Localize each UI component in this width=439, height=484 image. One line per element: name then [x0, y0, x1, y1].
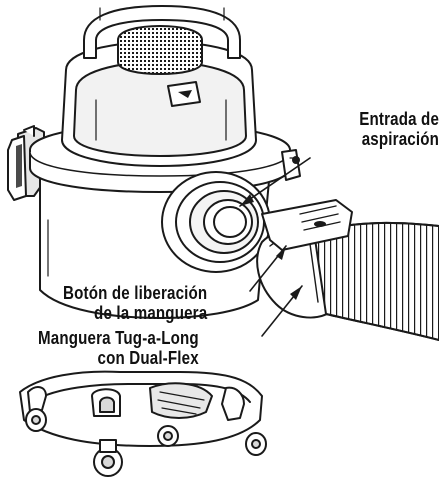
motor-head [61, 5, 257, 167]
intake-label: Entrada de aspiración [359, 109, 439, 149]
caster-base [19, 370, 263, 447]
caster-wheel-icon [245, 432, 267, 456]
hose-release-label-line1: Botón de liberación [63, 283, 208, 303]
caster-wheel-icon [157, 425, 179, 447]
intake-label-line2: aspiración [361, 129, 439, 149]
hose-release-label-line2: de la manguera [94, 303, 208, 323]
hose-release-label: Botón de liberación de la manguera [63, 283, 207, 323]
hose-label-line2: con Dual-Flex [97, 348, 199, 368]
caster-wheel-icon [25, 408, 47, 432]
vacuum-hose-illustration [256, 199, 439, 341]
caster-wheel-icon [93, 439, 123, 477]
hose-label-line1: Manguera Tug-a-Long [38, 328, 199, 348]
hose-label: Manguera Tug-a-Long con Dual-Flex [38, 328, 199, 368]
intake-label-line1: Entrada de [359, 109, 439, 129]
intake-port [161, 171, 271, 273]
callout-arrowheads [240, 194, 302, 300]
